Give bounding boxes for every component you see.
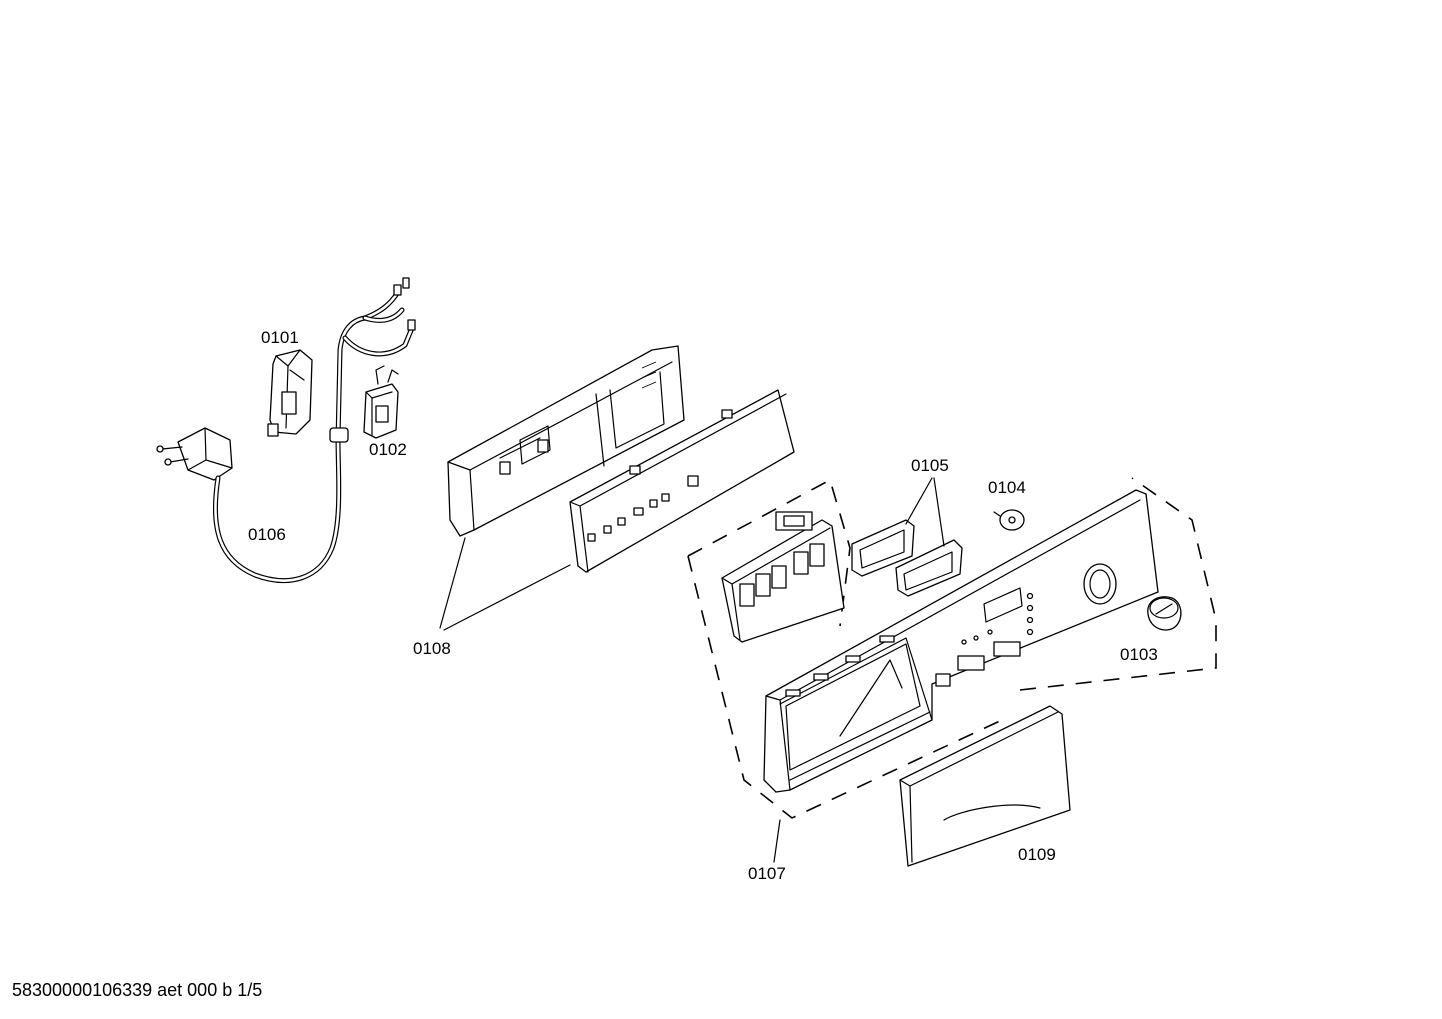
suppressor-part xyxy=(363,365,399,439)
control-panel-fascia-part xyxy=(763,489,1159,793)
label-0103: 0103 xyxy=(1120,645,1158,664)
label-0108: 0108 xyxy=(413,639,451,658)
leader-0107 xyxy=(773,819,781,863)
mains-cable-part xyxy=(156,277,416,584)
leader-0105-b xyxy=(933,477,945,547)
drawing-reference-number: 58300000106339 aet 000 b 1/5 xyxy=(12,980,263,1000)
mounting-bracket-part xyxy=(267,349,313,437)
label-0109: 0109 xyxy=(1018,845,1056,864)
control-panel-assembly-boundary xyxy=(687,477,1217,819)
leader-0105-a xyxy=(905,477,933,525)
electronics-housing-part xyxy=(447,345,685,537)
label-0107: 0107 xyxy=(748,864,786,883)
drawer-handle-part xyxy=(899,705,1071,867)
circuit-board-part xyxy=(569,389,795,573)
leader-0108-b xyxy=(443,564,571,631)
label-0104: 0104 xyxy=(988,478,1026,497)
label-0101: 0101 xyxy=(261,328,299,347)
knob-pin-part xyxy=(993,509,1025,531)
switch-module-part xyxy=(721,511,845,643)
display-window-part xyxy=(851,519,963,597)
label-0102: 0102 xyxy=(369,440,407,459)
label-0106: 0106 xyxy=(248,525,286,544)
programme-knob-part xyxy=(1147,596,1182,631)
label-0105: 0105 xyxy=(911,456,949,475)
leader-0108-a xyxy=(439,537,466,629)
